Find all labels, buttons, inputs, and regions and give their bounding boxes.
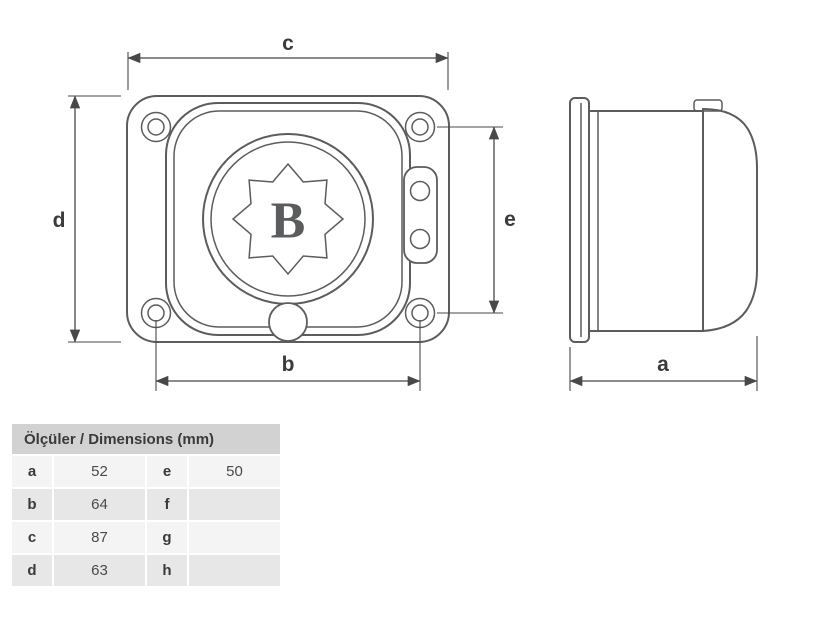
dim-key-c: c bbox=[12, 522, 52, 553]
mounting-hole-top-right bbox=[404, 111, 436, 143]
side-body bbox=[588, 110, 704, 332]
dim-key-h: h bbox=[147, 555, 187, 586]
dim-value-c: 87 bbox=[54, 522, 145, 553]
dim-key-a: a bbox=[12, 456, 52, 487]
dim-value-g bbox=[189, 522, 280, 553]
table-row: a 52 e 50 bbox=[12, 456, 280, 487]
dimension-label-e: e bbox=[504, 208, 516, 231]
side-flange-plate bbox=[569, 97, 590, 343]
dimension-b: b bbox=[155, 320, 421, 391]
dim-value-f bbox=[189, 489, 280, 520]
side-view bbox=[569, 97, 758, 343]
terminal-bracket bbox=[403, 166, 438, 264]
table-row: d 63 h bbox=[12, 555, 280, 586]
dim-value-h bbox=[189, 555, 280, 586]
dimensions-table-title: Ölçüler / Dimensions (mm) bbox=[12, 424, 280, 454]
dimension-a: a bbox=[569, 336, 758, 391]
dimensions-table: Ölçüler / Dimensions (mm) a 52 e 50 b 64… bbox=[12, 424, 280, 586]
bottom-grip-tab bbox=[268, 302, 308, 342]
dimension-label-c: c bbox=[282, 32, 294, 55]
dimension-e: e bbox=[437, 126, 516, 314]
dim-key-g: g bbox=[147, 522, 187, 553]
dim-key-b: b bbox=[12, 489, 52, 520]
dim-key-d: d bbox=[12, 555, 52, 586]
side-lid bbox=[702, 107, 758, 333]
dim-value-b: 64 bbox=[54, 489, 145, 520]
dim-value-e: 50 bbox=[189, 456, 280, 487]
dimension-label-b: b bbox=[282, 353, 295, 376]
technical-drawing: B c d b e bbox=[53, 32, 758, 391]
table-row: c 87 g bbox=[12, 522, 280, 553]
side-hinge bbox=[693, 99, 723, 112]
dim-value-d: 63 bbox=[54, 555, 145, 586]
dim-value-a: 52 bbox=[54, 456, 145, 487]
mounting-hole-top-left bbox=[140, 111, 172, 143]
dimension-d: d bbox=[53, 95, 121, 343]
dimension-label-a: a bbox=[657, 353, 669, 376]
dimension-label-d: d bbox=[53, 209, 66, 232]
brand-star bbox=[231, 162, 345, 276]
dim-key-f: f bbox=[147, 489, 187, 520]
dimension-c: c bbox=[127, 32, 449, 90]
front-flange-outline bbox=[126, 95, 450, 343]
table-row: b 64 f bbox=[12, 489, 280, 520]
front-view: B bbox=[126, 95, 450, 343]
dim-key-e: e bbox=[147, 456, 187, 487]
technical-drawing-area: B c d b e bbox=[53, 32, 758, 391]
brand-logo-letter: B bbox=[271, 193, 306, 250]
socket-circle-inner bbox=[210, 141, 366, 297]
